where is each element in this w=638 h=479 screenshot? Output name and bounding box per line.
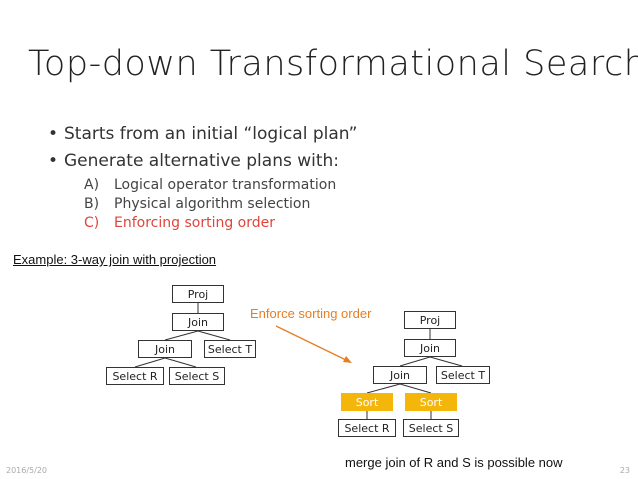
left-join-top-node: Join bbox=[172, 313, 224, 331]
bullet-item: •Starts from an initial “logical plan” bbox=[48, 124, 357, 144]
sort-node-r: Sort bbox=[341, 393, 393, 411]
slide-title: Top-down Transformational Search bbox=[28, 44, 638, 84]
bullet-item: •Generate alternative plans with: bbox=[48, 151, 339, 171]
left-proj-node: Proj bbox=[172, 285, 224, 303]
footer-date: 2016/5/20 bbox=[6, 466, 48, 475]
bullet-glyph: • bbox=[48, 124, 59, 144]
left-select-s-node: Select S bbox=[169, 367, 225, 385]
subitem-text: Physical algorithm selection bbox=[114, 196, 311, 212]
right-join-top-node: Join bbox=[404, 339, 456, 357]
subitem-highlighted: C) Enforcing sorting order bbox=[84, 215, 275, 231]
bullet-text: Starts from an initial “logical plan” bbox=[64, 124, 358, 144]
subitem-text: Logical operator transformation bbox=[114, 177, 337, 193]
left-select-r-node: Select R bbox=[106, 367, 164, 385]
right-select-s-node: Select S bbox=[403, 419, 459, 437]
right-select-r-node: Select R bbox=[338, 419, 396, 437]
right-join-inner-node: Join bbox=[373, 366, 427, 384]
subitem-label: A) bbox=[84, 177, 100, 193]
sort-node-s: Sort bbox=[405, 393, 457, 411]
subitem: B) Physical algorithm selection bbox=[84, 196, 310, 212]
merge-join-annotation: merge join of R and S is possible now bbox=[345, 455, 563, 470]
left-join-inner-node: Join bbox=[138, 340, 192, 358]
left-select-t-node: Select T bbox=[204, 340, 256, 358]
subitem-text: Enforcing sorting order bbox=[114, 215, 275, 231]
enforce-sorting-annotation: Enforce sorting order bbox=[250, 306, 372, 321]
example-caption: Example: 3-way join with projection bbox=[13, 252, 217, 267]
right-select-t-node: Select T bbox=[436, 366, 490, 384]
bullet-text: Generate alternative plans with: bbox=[64, 151, 340, 171]
right-proj-node: Proj bbox=[404, 311, 456, 329]
bullet-glyph: • bbox=[48, 151, 59, 171]
subitem-label: C) bbox=[84, 215, 100, 231]
subitem: A) Logical operator transformation bbox=[84, 177, 336, 193]
page-number: 23 bbox=[619, 466, 630, 475]
subitem-label: B) bbox=[84, 196, 100, 212]
